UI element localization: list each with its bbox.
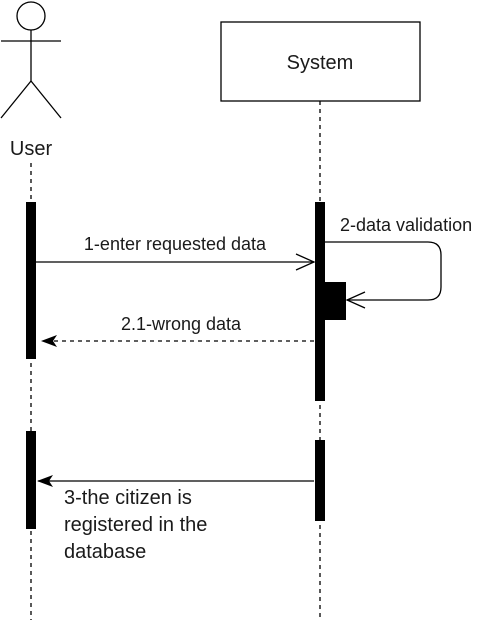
system-box [220,21,421,102]
message-wrong-data: 2.1-wrong data [41,314,314,347]
message-data-validation: 2-data validation [325,215,472,300]
system-participant: System [220,21,421,102]
message-label-line-2: registered in the [64,514,207,536]
system-activation-2 [315,440,325,521]
message-label-line-1: 3-the citizen is [64,487,192,509]
system-activation-1 [315,202,325,401]
self-call-arrow [325,241,442,300]
message-label: 1-enter requested data [84,234,267,254]
user-activation-1 [26,202,36,359]
user-activation-2 [26,431,36,529]
message-citizen-registered: 3-the citizen is registered in the datab… [37,475,314,563]
message-enter-requested-data: 1-enter requested data [36,234,314,262]
system-label: System [287,52,354,74]
user-actor: User [0,1,62,160]
user-label: User [10,138,53,160]
stick-figure-icon [0,1,62,119]
message-label: 2.1-wrong data [121,314,242,334]
message-label-line-3: database [64,541,146,563]
system-nested-activation [325,282,346,320]
message-label: 2-data validation [340,215,472,235]
